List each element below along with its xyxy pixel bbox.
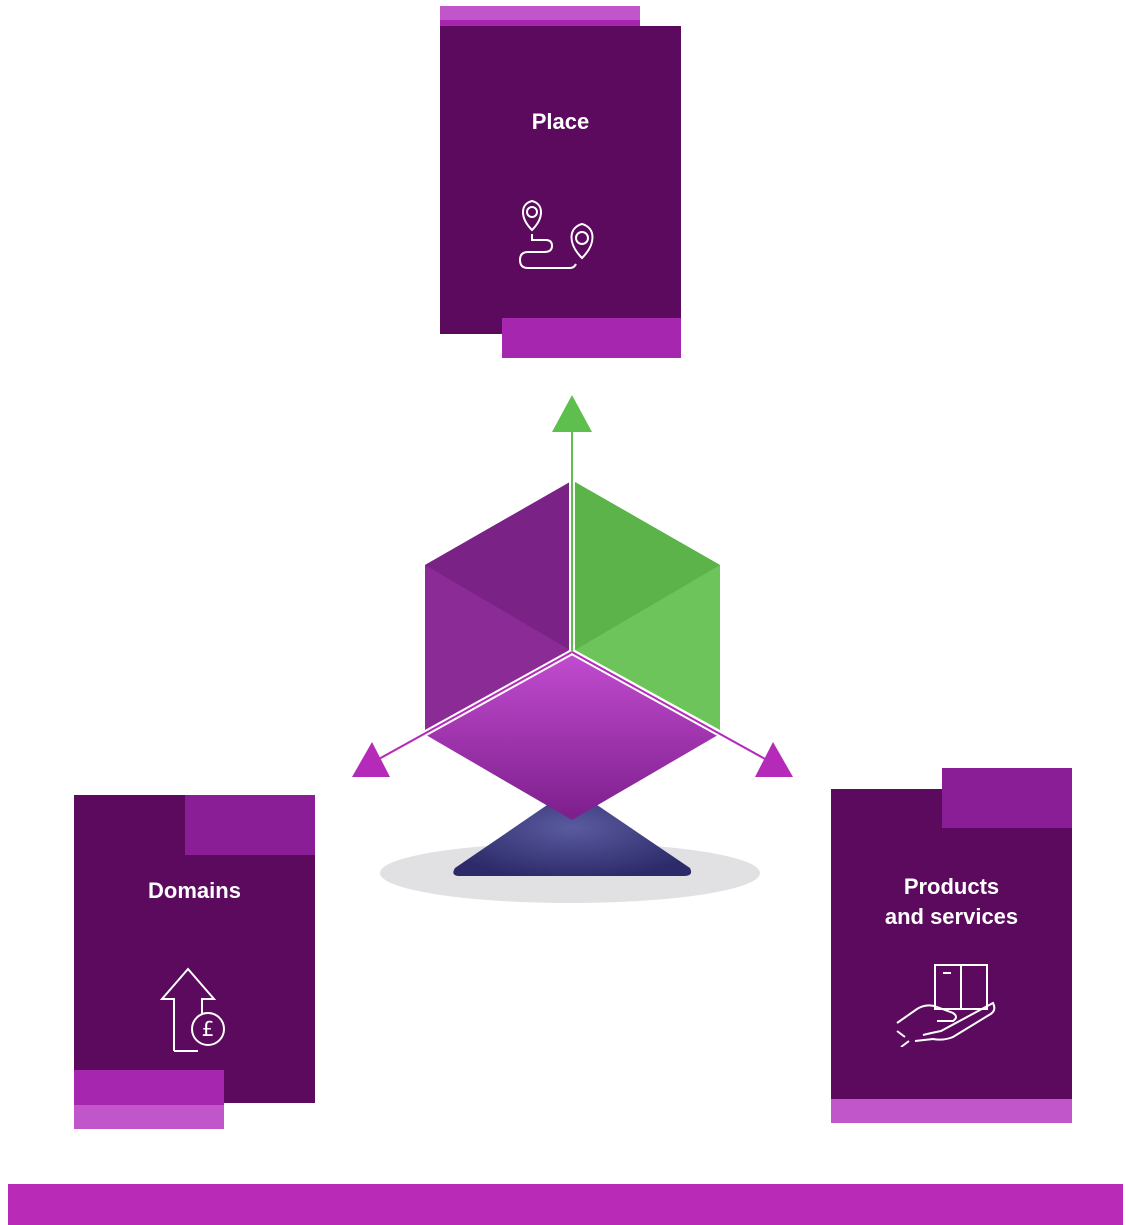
place-card-title: Place <box>531 109 590 134</box>
bottom-bar <box>8 1184 1123 1225</box>
domains-card-top-tab <box>185 795 315 855</box>
axis-left-arrowhead <box>352 742 390 777</box>
hand-holding-box-icon <box>896 964 996 1047</box>
products-card-title-line1: Products <box>903 874 1000 899</box>
domains-card-title: Domains <box>148 878 241 903</box>
axis-up-arrowhead <box>552 395 592 432</box>
domains-card-bottom-tab <box>74 1070 224 1105</box>
svg-text:£: £ <box>202 1017 215 1041</box>
products-card-top-tab <box>942 768 1072 828</box>
cube-base <box>453 788 692 876</box>
map-route-icon <box>518 199 594 269</box>
domains-card-bottom-tab-light <box>74 1105 224 1129</box>
pound-growth-arrow-icon: £ <box>159 967 225 1052</box>
place-card-top-tab-light <box>440 6 640 20</box>
axis-right-arrowhead <box>755 742 793 777</box>
place-card-bottom-tab <box>502 318 681 358</box>
products-card-bottom-tab <box>831 1099 1072 1123</box>
place-card: Place <box>440 26 681 334</box>
products-card-title-line2: and services <box>884 904 1019 929</box>
products-card: Products and services <box>831 789 1072 1099</box>
